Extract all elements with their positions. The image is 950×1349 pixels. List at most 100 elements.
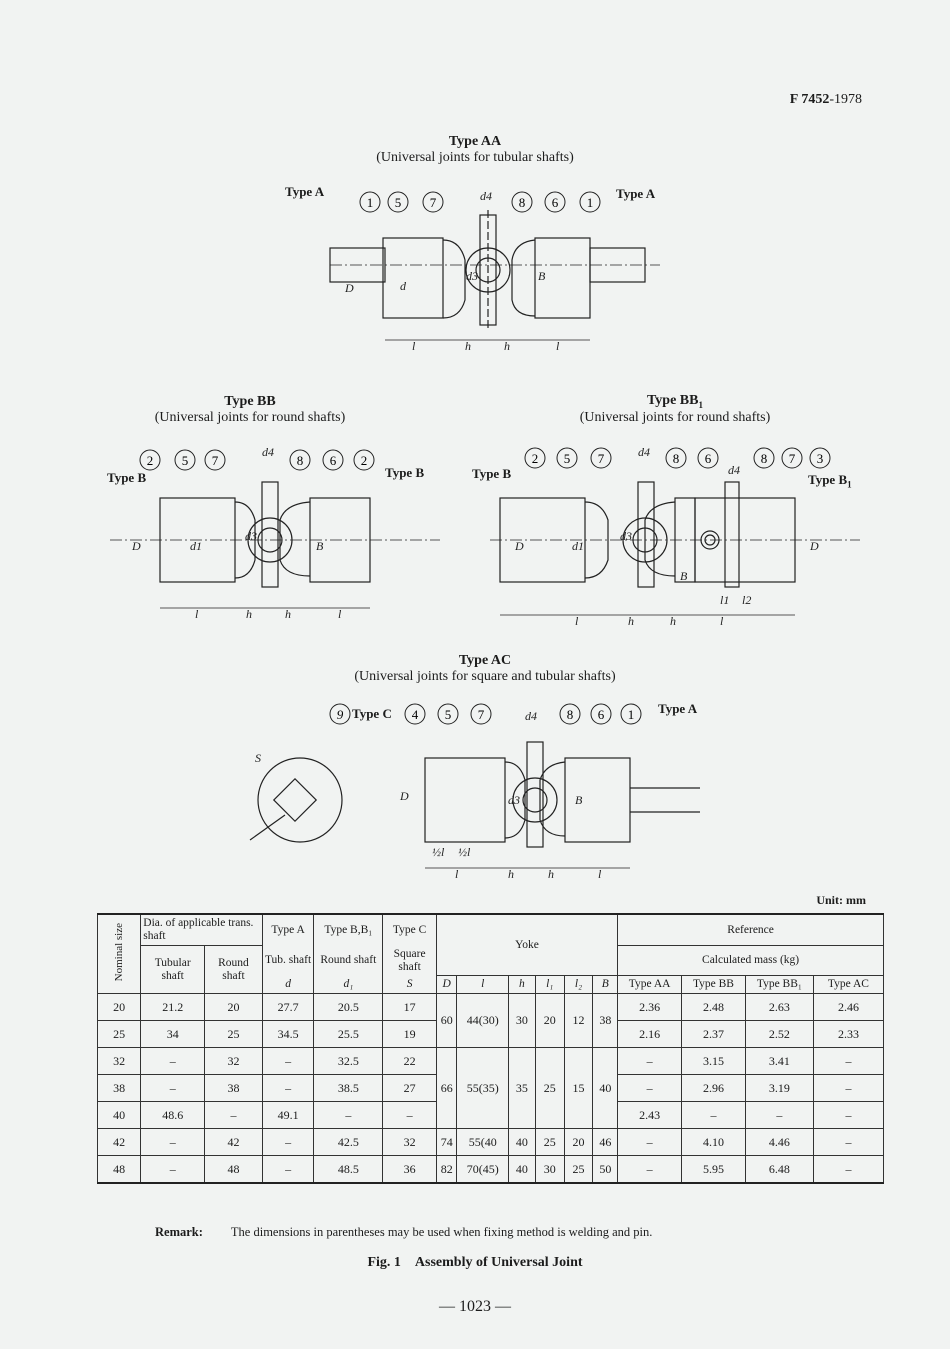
svg-text:1: 1 [367, 195, 374, 210]
dim-half-l-2: ½l [458, 845, 471, 859]
col-S: S [382, 975, 437, 994]
dim-d3: d3 [466, 269, 478, 283]
svg-text:5: 5 [395, 195, 402, 210]
dim-d4: d4 [525, 709, 537, 723]
balloon-8: 8 [665, 447, 687, 469]
svg-text:1: 1 [628, 707, 635, 722]
balloon-6: 6 [590, 703, 612, 725]
svg-text:7: 7 [598, 451, 605, 466]
figure-caption: Fig. 1 Assembly of Universal Joint [0, 1255, 950, 1271]
dim-l-right: l [598, 867, 602, 881]
ac-right-label: Type A [658, 701, 698, 716]
figure-bb1-caption: Type BB1 (Universal joints for round sha… [545, 393, 805, 426]
col-dia-group: Dia. of applicable trans. shaft [140, 913, 263, 946]
figure-ac-subtitle: (Universal joints for square and tubular… [354, 669, 616, 684]
dim-D: D [131, 539, 141, 553]
dim-h-left: h [246, 607, 252, 621]
remark: Remark:The dimensions in parentheses may… [155, 1225, 652, 1240]
figure-bb-subtitle: (Universal joints for round shafts) [154, 410, 346, 425]
aa-balloons: 1 5 7 8 6 1 [359, 191, 601, 213]
balloon-8: 8 [559, 703, 581, 725]
figure-bb-caption: Type BB (Universal joints for round shaf… [120, 394, 380, 426]
dim-S: S [255, 751, 261, 765]
balloon-8: 8 [289, 449, 311, 471]
dim-l-left: l [455, 867, 459, 881]
balloon-5: 5 [174, 449, 196, 471]
aa-left-label: Type A [285, 184, 325, 199]
col-l2: l₂ [563, 975, 594, 994]
balloon-1b: 1 [579, 191, 601, 213]
dim-d4: d4 [262, 445, 274, 459]
balloon-6: 6 [544, 191, 566, 213]
svg-text:7: 7 [478, 707, 485, 722]
dimensions-table: Nominal size Dia. of applicable trans. s… [96, 913, 885, 1184]
bb1-left-label: Type B [472, 466, 512, 481]
svg-text:8: 8 [567, 707, 574, 722]
balloon-2b: 2 [353, 449, 375, 471]
svg-text:5: 5 [182, 453, 189, 468]
col-d1: d₁ [313, 975, 384, 994]
svg-text:1: 1 [587, 195, 594, 210]
col-round: Round shaft [204, 945, 263, 994]
col-l: l [456, 975, 509, 994]
col-reference: Reference [617, 913, 884, 946]
dim-half-l-1: ½l [432, 845, 445, 859]
col-typeA: Type A [261, 913, 315, 946]
balloon-6: 6 [697, 447, 719, 469]
col-h: h [507, 975, 536, 994]
remark-label: Remark: [155, 1225, 203, 1239]
dim-l1: l1 [720, 593, 729, 607]
balloon-7b: 7 [781, 447, 803, 469]
dim-h-right: h [504, 339, 510, 353]
col-calc-mass: Calculated mass (kg) [617, 945, 884, 976]
balloon-1: 1 [359, 191, 381, 213]
balloon-9: 9 [329, 703, 351, 725]
figure-aa-drawing: 1 5 7 8 6 1 d4 D d d3 B l h h l [329, 189, 660, 353]
bb-left-label: Type B [107, 470, 147, 485]
dim-l-right: l [338, 607, 342, 621]
dim-h-right: h [285, 607, 291, 621]
balloon-6: 6 [322, 449, 344, 471]
col-B: B [592, 975, 619, 994]
bb-right-label: Type B [385, 465, 425, 480]
dim-h-left: h [628, 614, 634, 628]
svg-text:5: 5 [445, 707, 452, 722]
col-typeC: Type C [382, 913, 437, 946]
balloon-8b: 8 [753, 447, 775, 469]
dim-h-right: h [670, 614, 676, 628]
dim-B: B [680, 569, 688, 583]
page-number: — 1023 — [439, 1298, 511, 1315]
col-d: d [261, 975, 315, 994]
dim-d3: d3 [620, 529, 632, 543]
dim-l-right: l [720, 614, 724, 628]
dim-B: B [316, 539, 324, 553]
col-round-shaft: Round shaft [313, 945, 384, 976]
dim-l2: l2 [742, 593, 751, 607]
doc-id-code: F 7452 [789, 92, 830, 107]
svg-text:8: 8 [673, 451, 680, 466]
svg-text:2: 2 [361, 453, 368, 468]
dim-l-right: l [556, 339, 560, 353]
dim-d4: d4 [638, 445, 650, 459]
dim-l-left: l [195, 607, 199, 621]
col-mass-aa: Type AA [617, 975, 683, 994]
figure-bb-drawing: 2 5 7 8 6 2 d4 D d1 d3 B l h h l [110, 445, 440, 621]
col-tubular: Tubular shaft [140, 945, 206, 994]
dim-D-right: D [809, 539, 819, 553]
svg-text:7: 7 [212, 453, 219, 468]
figure-ac-drawing: 9 4 5 7 8 6 1 d4 S D d3 B ½l ½l l h h l [249, 703, 700, 881]
col-l1: l₁ [534, 975, 565, 994]
dim-d1: d1 [190, 539, 202, 553]
figure-aa-title: Type AA [448, 134, 502, 149]
dim-D: D [514, 539, 524, 553]
balloon-4: 4 [404, 703, 426, 725]
bb1-right-label: Type B1 [808, 472, 852, 490]
dim-h-right: h [548, 867, 554, 881]
dim-d1: d1 [572, 539, 584, 553]
figure-ac-title: Type AC [458, 653, 512, 668]
dim-D: D [399, 789, 409, 803]
figure-bb1-subtitle: (Universal joints for round shafts) [579, 409, 771, 425]
